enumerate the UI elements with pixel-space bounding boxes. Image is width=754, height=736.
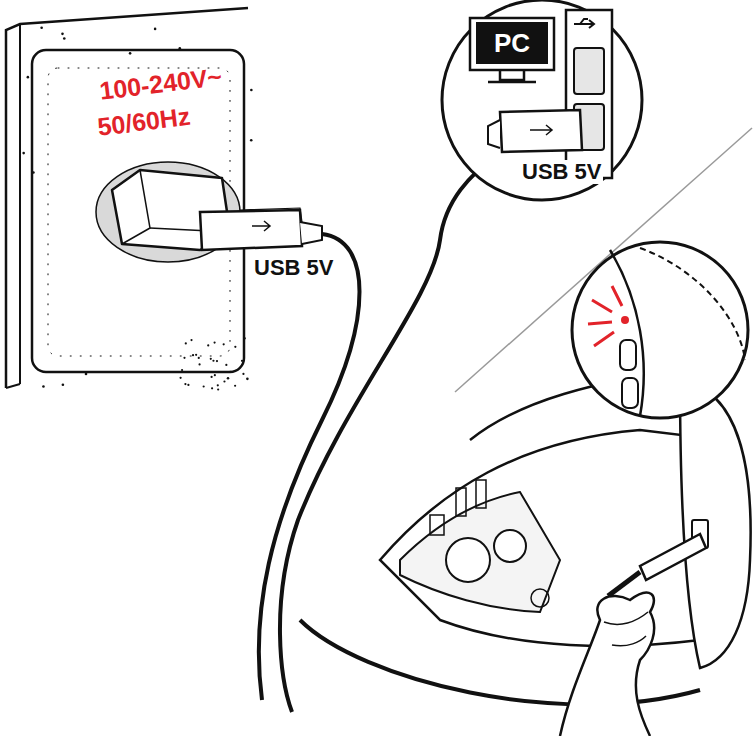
device-label: PC: [494, 30, 530, 56]
monitor-screen: PC: [476, 22, 548, 64]
led-zoom: [572, 242, 748, 418]
output-label: USB 5V: [520, 160, 603, 184]
headset: [380, 372, 751, 668]
wall-socket: [6, 8, 322, 391]
hand-plugging-cable: [560, 534, 706, 736]
pc-port-zoom: [442, 0, 642, 200]
output-label: USB 5V: [252, 256, 335, 280]
